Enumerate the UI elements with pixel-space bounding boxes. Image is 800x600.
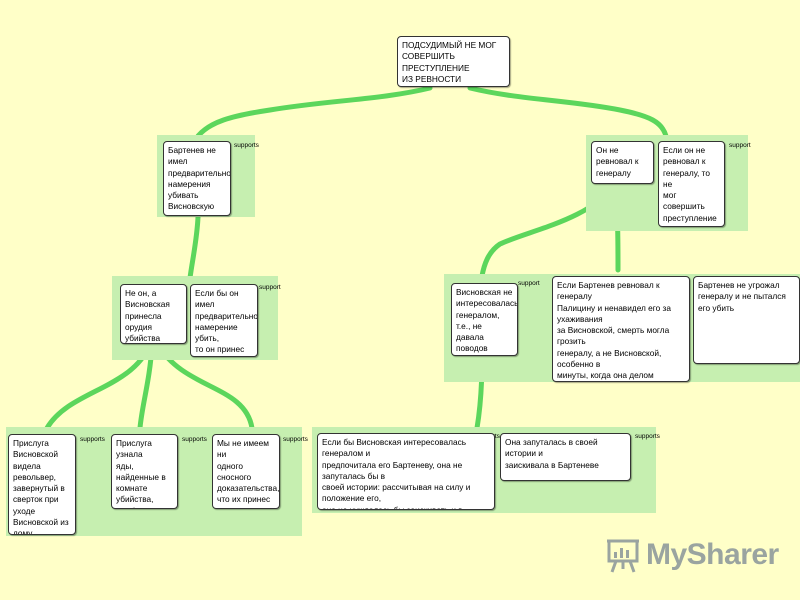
mysharer-logo [607,539,639,573]
node-servant-saw-revolver: Прислуга Висновской видела револьвер, за… [8,434,76,535]
node-she-got-entangled: Она запуталась в своей истории и заискив… [500,433,631,481]
node-if-jealous-of-general: Если Бартенев ревновал к генералу Палици… [552,276,690,382]
connector-g1-g3 [187,214,201,281]
node-no-premeditation: Бартенев не имел предварительного намере… [163,141,231,216]
node-if-interested-in-general: Если бы Висновская интересовалась генера… [317,433,495,510]
support-tag-3: support [259,284,281,291]
connector-root-g2 [467,85,669,139]
node-not-jealous: Он не ревновал к генералу [591,141,654,184]
presentation-board-icon [607,539,639,573]
support-tag-5c: supports [283,436,308,443]
node-not-interested-in-general: Висновская не интересовалась генералом, … [451,283,518,356]
node-no-evidence: Мы не имеем ни одного сносного доказател… [212,434,280,509]
logo-text: MySharer [646,538,779,571]
support-tag-1: supports [234,142,259,149]
support-tag-5b: supports [182,436,207,443]
node-visnovskaya-brought-weapons: Не он, а Висновская принесла орудия убий… [120,284,187,344]
node-did-not-threaten-general: Бартенев не угрожал генералу и не пыталс… [693,276,800,364]
connector-root-g1 [195,85,433,139]
node-if-not-jealous: Если он не ревновал к генералу, то не мо… [658,141,725,227]
support-tag-2: support [729,142,751,149]
support-tag-5a: supports [80,436,105,443]
support-tag-4: support [518,280,540,287]
root-claim: ПОДСУДИМЫЙ НЕ МОГ СОВЕРШИТЬ ПРЕСТУПЛЕНИЕ… [397,36,510,87]
support-tag-6b: supports [635,433,660,440]
node-if-premeditated: Если бы он имел предварительное намерени… [190,284,258,357]
node-servant-recognized-poisons: Прислуга узнала яды, найденные в комнате… [111,434,178,509]
